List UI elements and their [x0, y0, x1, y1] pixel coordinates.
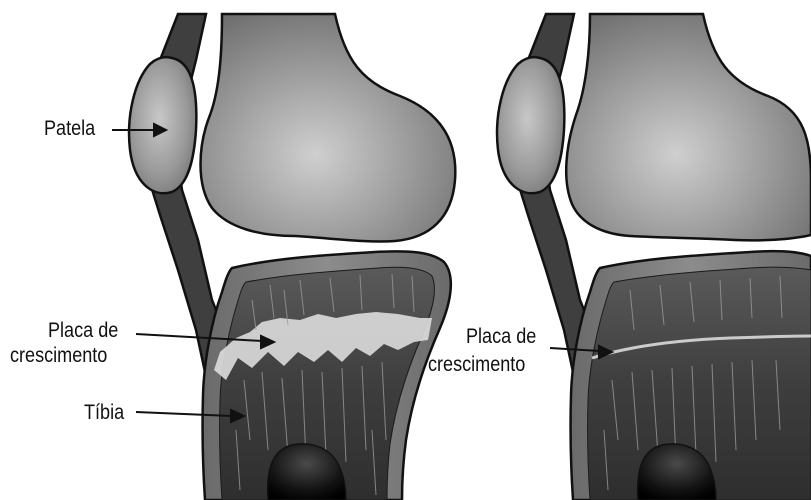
label-placa-right-line1: Placa de	[466, 326, 536, 348]
label-tibia: Tíbia	[84, 402, 124, 424]
femur	[201, 14, 456, 241]
label-placa-left-line2: crescimento	[10, 345, 107, 367]
label-patela: Patela	[44, 118, 95, 140]
label-placa-left-line1: Placa de	[48, 320, 118, 342]
patella	[497, 57, 564, 193]
label-placa-right-line2: crescimento	[428, 354, 525, 376]
patella	[129, 57, 196, 193]
femur	[566, 14, 811, 240]
right-knee	[497, 14, 811, 500]
left-knee	[129, 14, 455, 500]
